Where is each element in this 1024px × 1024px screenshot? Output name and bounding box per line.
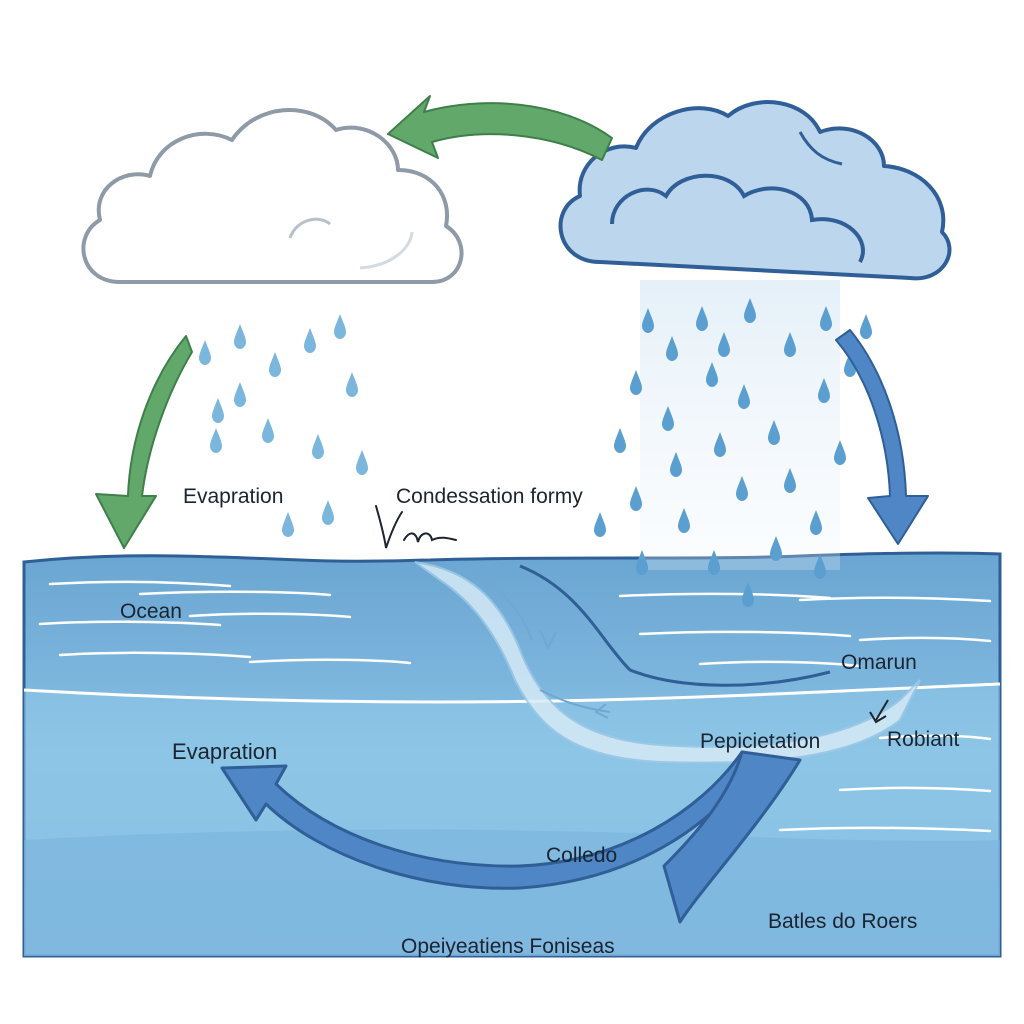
raindrop-icon bbox=[594, 512, 606, 537]
blue-arrow-icon bbox=[835, 329, 929, 545]
label-omarun: Omarun bbox=[841, 651, 917, 674]
raindrop-icon bbox=[262, 418, 274, 443]
storm-cloud-icon bbox=[558, 100, 952, 281]
wave-lines bbox=[38, 580, 992, 833]
label-evaporation-top: Evapration bbox=[183, 485, 284, 508]
green-arrow-icon bbox=[387, 95, 613, 161]
raindrop-icon bbox=[304, 328, 316, 353]
label-precipitation: Pepicietation bbox=[700, 730, 821, 753]
white-cloud-icon bbox=[81, 108, 464, 284]
raindrop-icon bbox=[322, 500, 334, 525]
label-collected: Colledo bbox=[546, 844, 618, 867]
label-condensation: Condessation formy bbox=[396, 485, 583, 508]
raindrop-icon bbox=[234, 324, 246, 349]
green-arrow-icon bbox=[95, 335, 193, 549]
label-rivers: Batles do Roers bbox=[768, 910, 918, 933]
label-bottom-caption: Opeiyeatiens Foniseas bbox=[401, 935, 615, 958]
blue-arrow-icon bbox=[220, 750, 802, 924]
ocean-body bbox=[22, 551, 1002, 958]
scribble-mark bbox=[375, 505, 457, 549]
raindrop-icon bbox=[356, 450, 368, 475]
raindrop-icon bbox=[199, 340, 211, 365]
flow-stream bbox=[414, 561, 921, 764]
label-robiant: Robiant bbox=[887, 728, 960, 751]
raindrop-icon bbox=[282, 512, 294, 537]
raindrop-icon bbox=[334, 314, 346, 339]
raindrop-icon bbox=[346, 372, 358, 397]
raindrop-icon bbox=[269, 352, 281, 377]
raindrop-icon bbox=[234, 382, 246, 407]
raindrop-icon bbox=[212, 398, 224, 423]
label-ocean: Ocean bbox=[120, 600, 182, 623]
label-evaporation-bottom: Evapration bbox=[172, 739, 278, 764]
raindrop-icon bbox=[312, 434, 324, 459]
raindrop-icon bbox=[614, 428, 626, 453]
raindrop-icon bbox=[860, 314, 872, 339]
raindrop-icon bbox=[210, 428, 222, 453]
